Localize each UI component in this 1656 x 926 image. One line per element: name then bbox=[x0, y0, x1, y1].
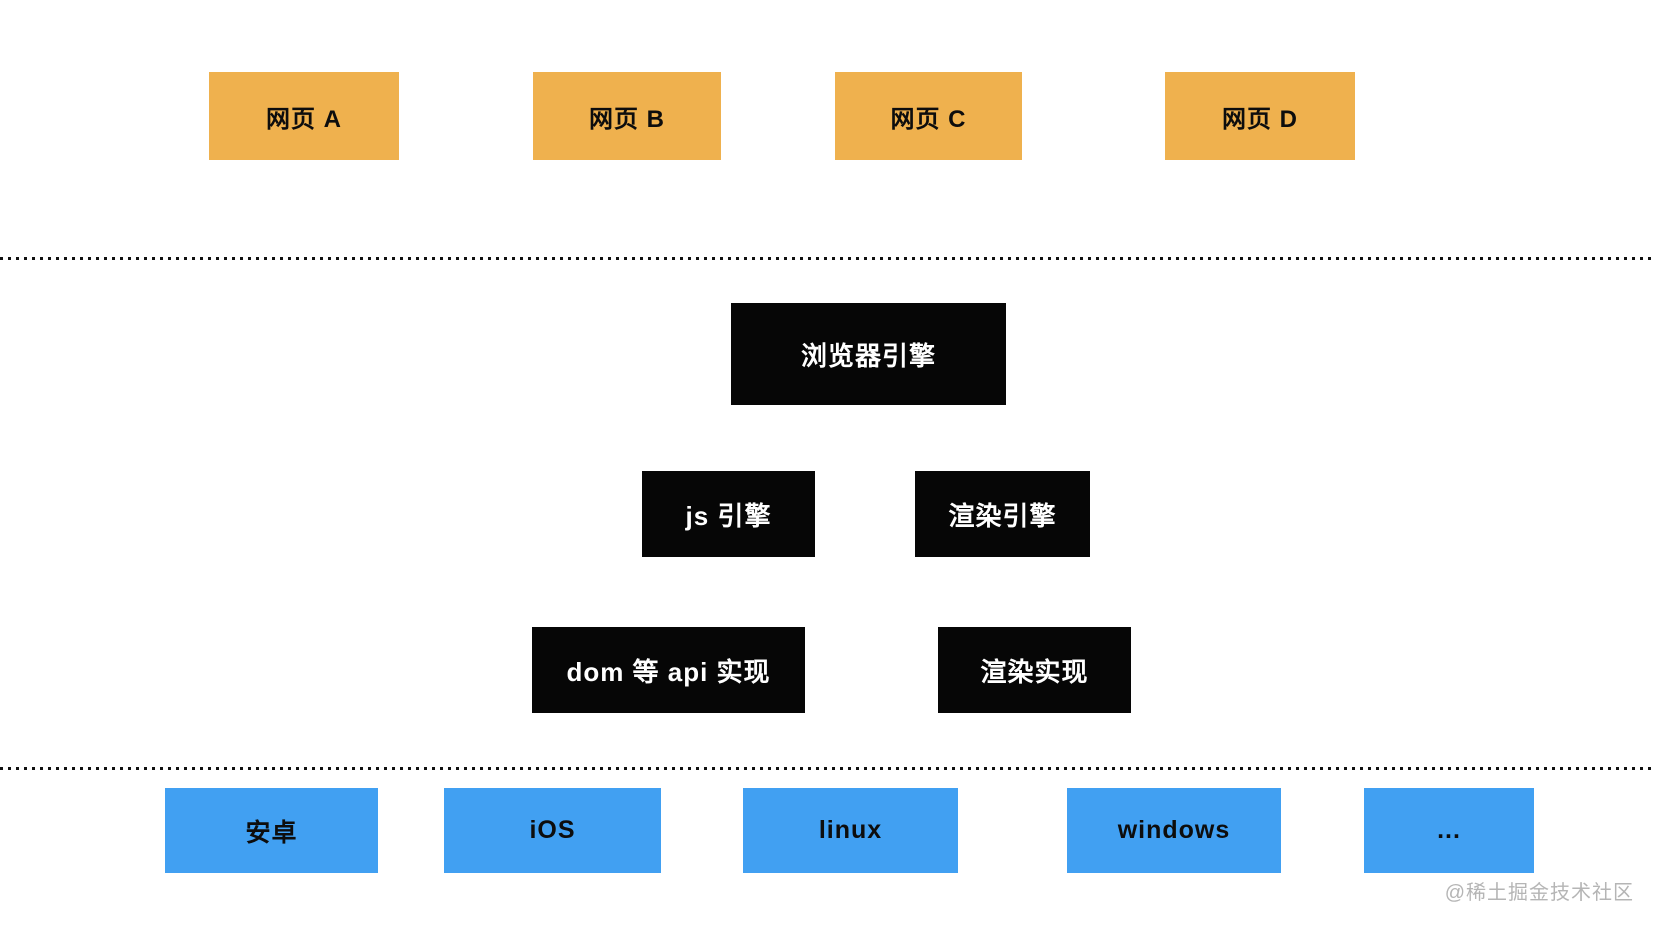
web-page-b-box: 网页 B bbox=[533, 72, 721, 160]
juejin-watermark: @稀土掘金技术社区 bbox=[1444, 882, 1634, 904]
platform-ios-box: iOS bbox=[444, 788, 661, 873]
platform-android-box: 安卓 bbox=[165, 788, 378, 873]
render-implementation-box: 渲染实现 bbox=[938, 627, 1131, 713]
web-page-d-box: 网页 D bbox=[1165, 72, 1355, 160]
render-engine-box: 渲染引擎 bbox=[915, 471, 1090, 557]
browser-engine-box: 浏览器引擎 bbox=[731, 303, 1006, 405]
platform-linux-box: linux bbox=[743, 788, 958, 873]
platform-windows-box: windows bbox=[1067, 788, 1281, 873]
web-page-a-box: 网页 A bbox=[209, 72, 399, 160]
platform-others-box: ... bbox=[1364, 788, 1534, 873]
dom-api-implementation-box: dom 等 api 实现 bbox=[532, 627, 805, 713]
upper-dotted-divider bbox=[0, 257, 1656, 260]
lower-dotted-divider bbox=[0, 767, 1656, 770]
js-engine-box: js 引擎 bbox=[642, 471, 815, 557]
web-page-c-box: 网页 C bbox=[835, 72, 1022, 160]
